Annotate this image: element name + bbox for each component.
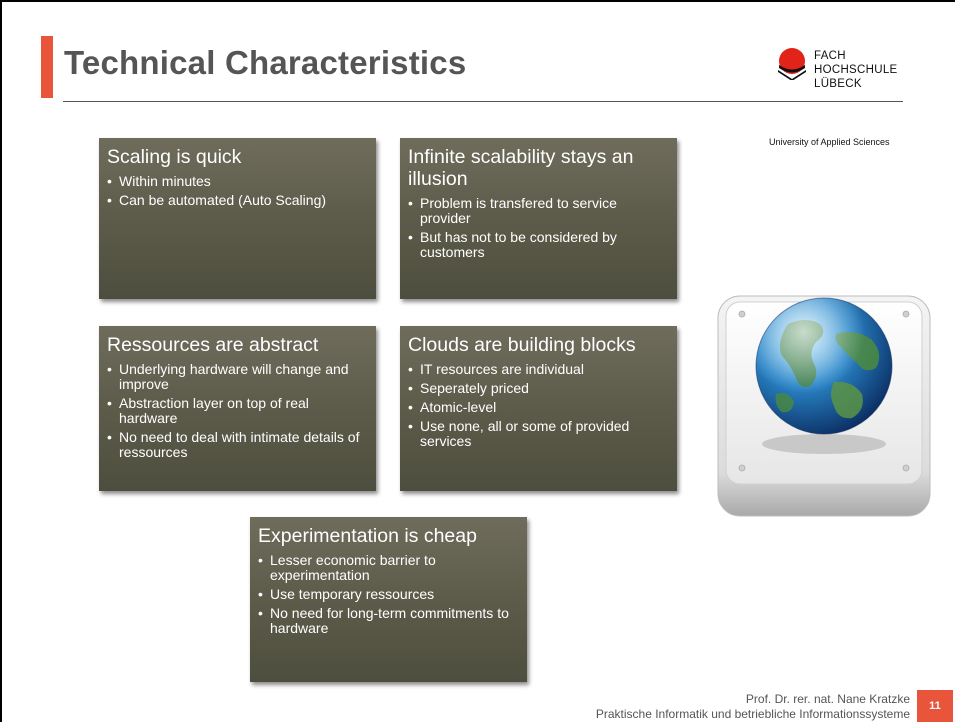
box-bullet-list: IT resources are individual Seperately p… xyxy=(408,362,669,449)
box-resources-abstract: Ressources are abstract Underlying hardw… xyxy=(99,326,376,491)
box-bullet-list: Lesser economic barrier to experimentati… xyxy=(258,553,519,636)
list-item: Use temporary ressources xyxy=(258,587,519,603)
box-scaling-quick: Scaling is quick Within minutes Can be a… xyxy=(99,138,376,299)
box-heading: Clouds are building blocks xyxy=(408,334,636,356)
box-building-blocks: Clouds are building blocks IT resources … xyxy=(400,326,677,491)
list-item: Problem is transfered to service provide… xyxy=(408,196,669,226)
logo-line-3: LÜBECK xyxy=(814,78,862,90)
logo-subtitle: University of Applied Sciences xyxy=(769,137,890,147)
logo-line-1: FACH xyxy=(814,50,846,62)
list-item: Atomic-level xyxy=(408,400,669,416)
list-item: No need to deal with intimate details of… xyxy=(107,430,368,460)
box-bullet-list: Underlying hardware will change and impr… xyxy=(107,362,368,460)
globe-drive-illustration xyxy=(716,294,932,518)
list-item: Lesser economic barrier to experimentati… xyxy=(258,553,519,583)
box-heading: Experimentation is cheap xyxy=(258,525,477,547)
title-divider xyxy=(63,101,903,102)
list-item: IT resources are individual xyxy=(408,362,669,378)
box-bullet-list: Problem is transfered to service provide… xyxy=(408,196,669,260)
box-heading: Scaling is quick xyxy=(107,146,242,168)
university-logo: FACH HOCHSCHULE LÜBECK xyxy=(777,46,907,98)
footer-department: Praktische Informatik und betriebliche I… xyxy=(595,707,910,721)
list-item: No need for long-term commitments to har… xyxy=(258,606,519,636)
box-heading: Ressources are abstract xyxy=(107,334,319,356)
list-item: Can be automated (Auto Scaling) xyxy=(107,193,368,209)
logo-line-2: HOCHSCHULE xyxy=(814,64,898,76)
logo-text: FACH HOCHSCHULE LÜBECK xyxy=(814,49,898,91)
page-number-badge: 11 xyxy=(917,690,953,722)
list-item: Within minutes xyxy=(107,174,368,190)
list-item: Underlying hardware will change and impr… xyxy=(107,362,368,392)
globe-drive-icon xyxy=(717,295,931,517)
list-item: Use none, all or some of provided servic… xyxy=(408,419,669,449)
list-item: But has not to be considered by customer… xyxy=(408,230,669,260)
university-logo-icon xyxy=(778,48,806,80)
slide-title: Technical Characteristics xyxy=(64,44,467,81)
box-bullet-list: Within minutes Can be automated (Auto Sc… xyxy=(107,174,368,209)
box-experimentation-cheap: Experimentation is cheap Lesser economic… xyxy=(250,517,527,682)
list-item: Seperately priced xyxy=(408,381,669,397)
slide-footer: Prof. Dr. rer. nat. Nane Kratzke Praktis… xyxy=(596,692,910,722)
title-accent-bar xyxy=(41,36,53,98)
box-heading: Infinite scalability stays an illusion xyxy=(408,146,634,190)
box-infinite-scalability: Infinite scalability stays an illusion P… xyxy=(400,138,677,299)
list-item: Abstraction layer on top of real hardwar… xyxy=(107,396,368,426)
footer-author: Prof. Dr. rer. nat. Nane Kratzke xyxy=(745,692,910,706)
